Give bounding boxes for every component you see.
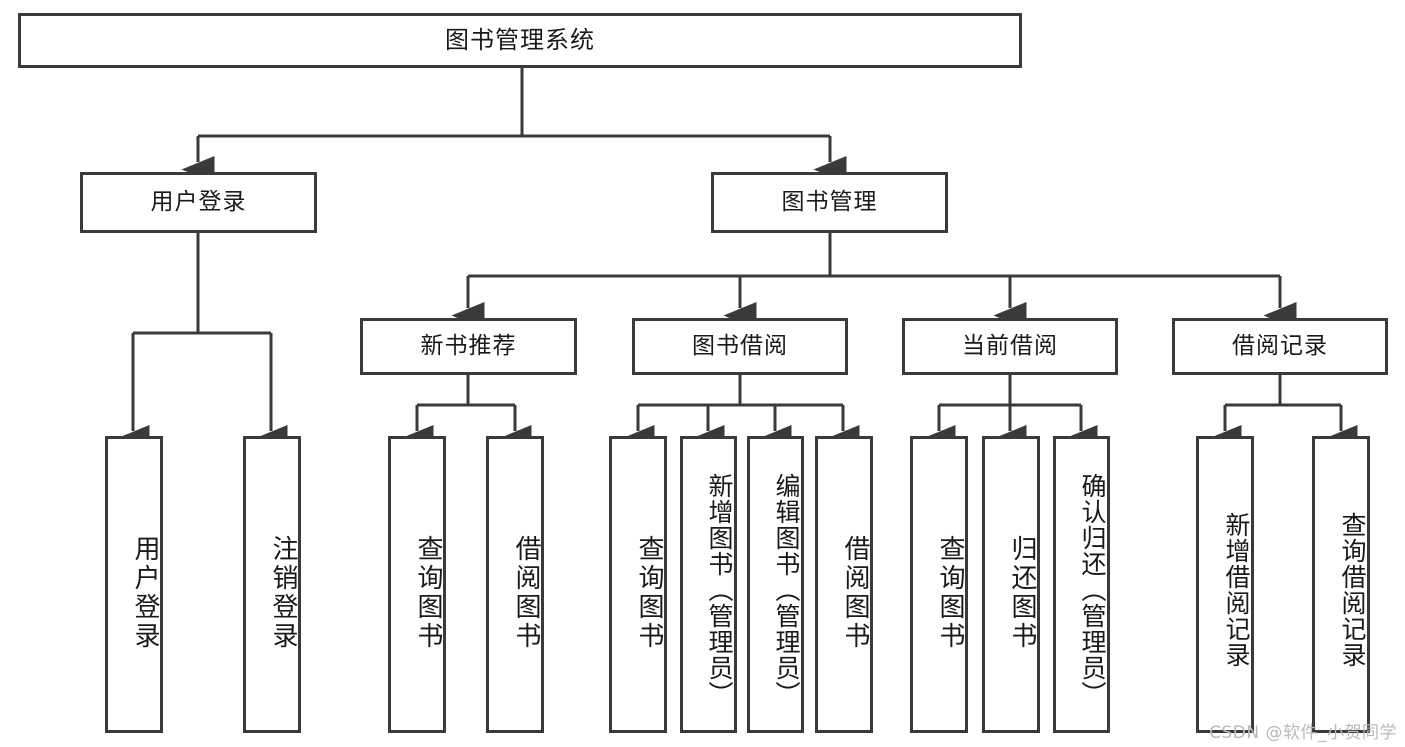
leaf-logout[interactable]: 注销登录 [243,436,301,733]
node-new-book-recommend[interactable]: 新书推荐 [360,318,577,375]
leaf-query-book-borrow[interactable]: 查询图书 [609,436,667,733]
leaf-add-borrow-record[interactable]: 新增借阅记录 [1196,436,1254,733]
leaf-return-book[interactable]: 归还图书 [982,436,1040,733]
leaf-borrow-book-recommend[interactable]: 借阅图书 [486,436,544,733]
leaf-query-book-recommend[interactable]: 查询图书 [388,436,446,733]
node-current-borrow[interactable]: 当前借阅 [902,318,1118,375]
leaf-user-login[interactable]: 用户登录 [105,436,163,733]
leaf-add-book-admin[interactable]: 新增图书（管理员） [680,436,737,733]
node-borrow-record[interactable]: 借阅记录 [1172,318,1388,375]
leaf-confirm-return-admin[interactable]: 确认归还（管理员） [1053,436,1110,733]
leaf-query-book-current[interactable]: 查询图书 [910,436,968,733]
csdn-watermark: CSDN @软件_小贺同学 [1209,723,1397,743]
leaf-borrow-book[interactable]: 借阅图书 [815,436,873,733]
node-book-management[interactable]: 图书管理 [711,172,948,233]
node-root-system[interactable]: 图书管理系统 [18,13,1022,68]
leaf-query-borrow-record[interactable]: 查询借阅记录 [1312,436,1370,733]
node-user-login[interactable]: 用户登录 [80,172,317,233]
leaf-edit-book-admin[interactable]: 编辑图书（管理员） [747,436,804,733]
node-book-borrow[interactable]: 图书借阅 [632,318,848,375]
